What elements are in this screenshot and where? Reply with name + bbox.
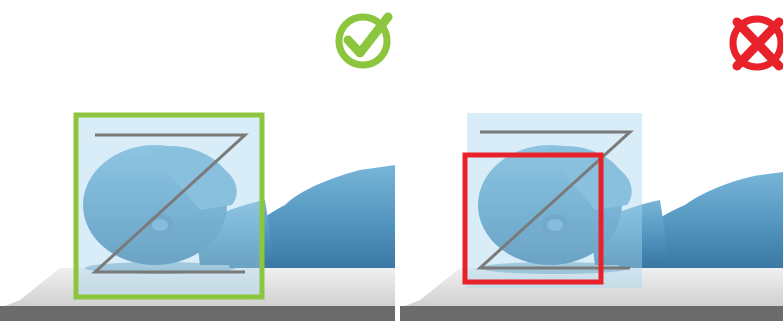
panel-correct: [0, 17, 395, 321]
panel-incorrect: [400, 19, 783, 321]
table-edge-left: [0, 306, 395, 321]
panel-divider: [395, 0, 400, 321]
table-edge-right: [400, 306, 783, 321]
check-circle-icon: [339, 17, 388, 65]
x-circle-icon: [733, 19, 781, 67]
